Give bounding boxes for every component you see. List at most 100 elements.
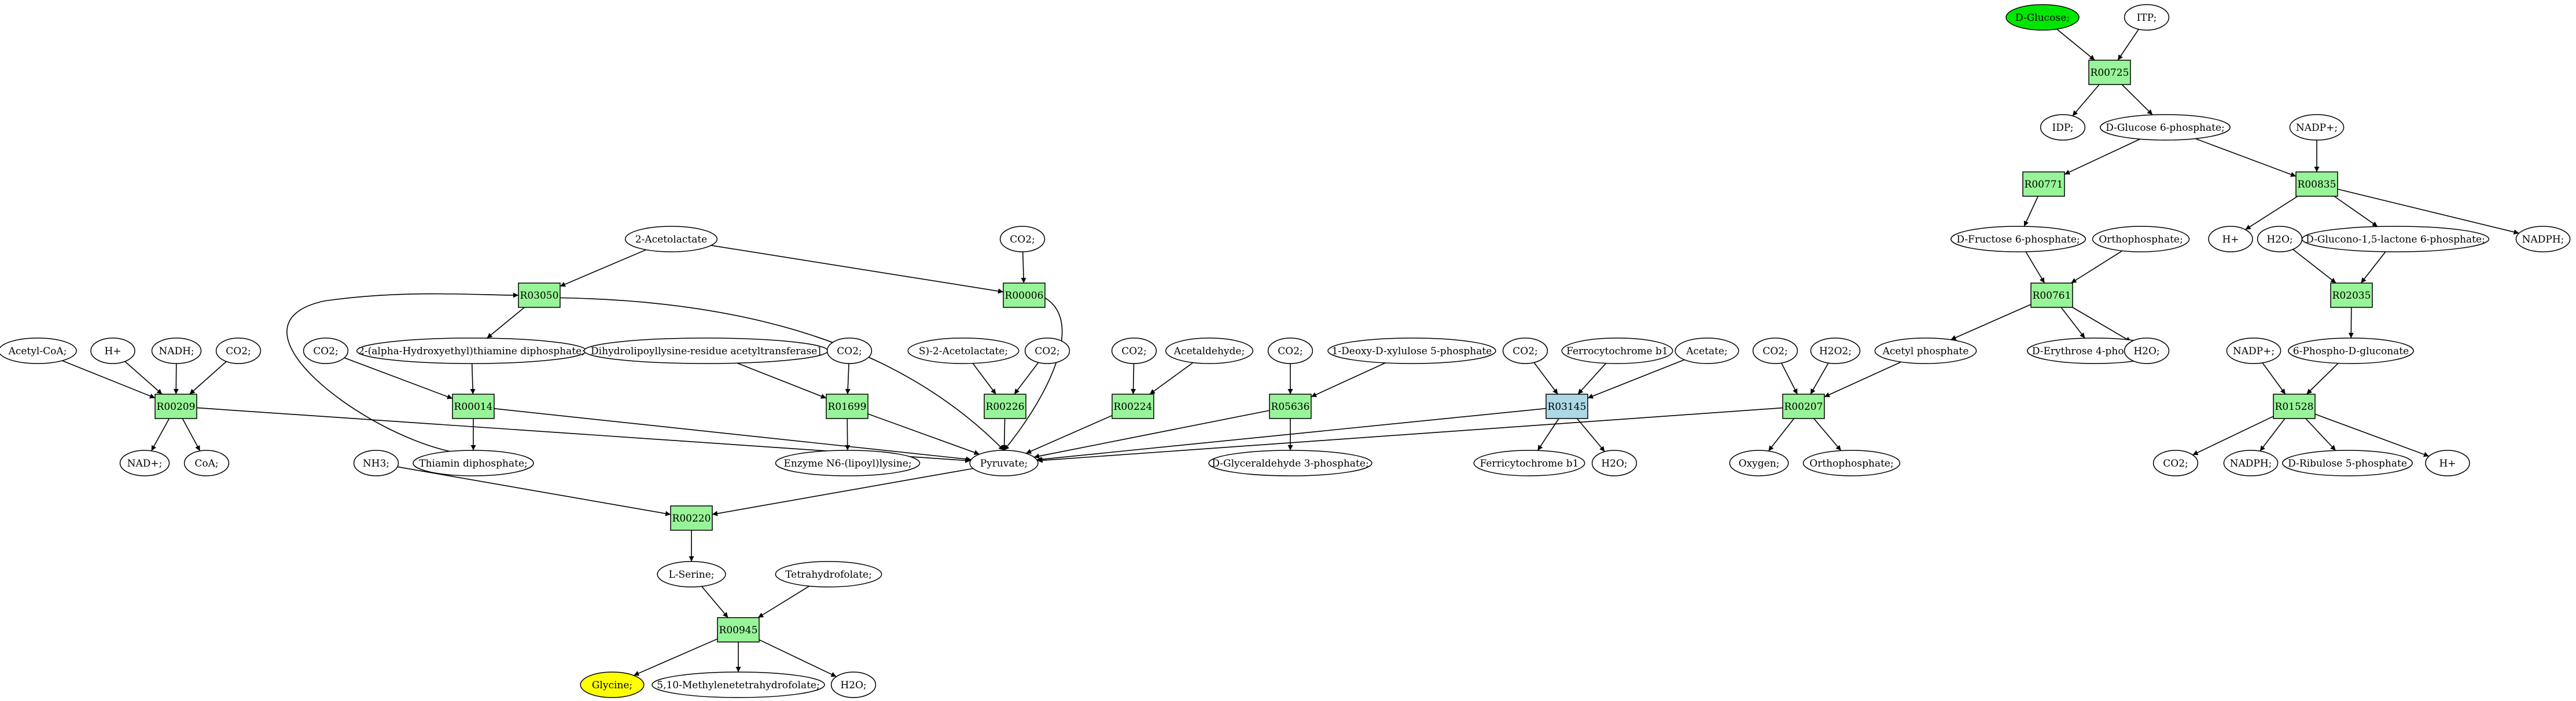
metabolite-node-itp[interactable]: ITP; (2124, 4, 2170, 31)
reaction-node-R02035[interactable]: R02035 (2330, 282, 2373, 308)
metabolite-node-h2o1[interactable]: H2O; (2257, 226, 2303, 252)
reaction-node-R00209[interactable]: R00209 (154, 394, 197, 419)
metabolite-node-hplus2[interactable]: H+ (2425, 450, 2470, 476)
reaction-node-R03050[interactable]: R03050 (518, 282, 561, 308)
reaction-node-R00014[interactable]: R00014 (452, 394, 495, 419)
metabolite-node-ribulose[interactable]: D-Ribulose 5-phosphate (2282, 450, 2413, 476)
node-label: NADPH; (2522, 234, 2564, 245)
metabolite-node-acetylcoa[interactable]: Acetyl-CoA; (0, 337, 77, 364)
metabolite-node-enzymeN6[interactable]: Enzyme N6-(lipoyl)lysine; (775, 450, 921, 476)
edge-hplus3-to-R00209 (124, 361, 163, 395)
reaction-node-R05636[interactable]: R05636 (1269, 394, 1312, 419)
metabolite-node-pgluconate[interactable]: 6-Phospho-D-gluconate (2288, 337, 2414, 364)
reaction-node-R00226[interactable]: R00226 (984, 394, 1026, 419)
metabolite-node-g3p[interactable]: D-Glyceraldehyde 3-phosphate; (1208, 450, 1372, 476)
node-label: NADP+; (2233, 346, 2275, 357)
reaction-node-R00725[interactable]: R00725 (2088, 60, 2131, 85)
metabolite-node-co2a[interactable]: CO2; (2152, 450, 2199, 476)
reaction-node-R00224[interactable]: R00224 (1112, 394, 1154, 419)
metabolite-node-sacetolactate[interactable]: S)-2-Acetolactate; (907, 337, 1020, 364)
metabolite-node-co2d[interactable]: CO2; (303, 337, 349, 364)
node-label: CO2; (1035, 346, 1060, 357)
node-label: NH3; (363, 458, 389, 469)
edge-acetolactate2-to-R00006 (711, 245, 1004, 294)
metabolite-node-nadph1[interactable]: NADPH; (2515, 226, 2571, 252)
edge-R00945-to-h2o4 (759, 639, 837, 677)
node-label: Tetrahydrofolate; (785, 569, 872, 581)
metabolite-node-nadp2[interactable]: NADP+; (2226, 337, 2281, 364)
reaction-node-R00945[interactable]: R00945 (717, 617, 760, 643)
metabolite-node-pyruvate[interactable]: Pyruvate; (969, 450, 1039, 476)
metabolite-node-hplus1[interactable]: H+ (2208, 226, 2253, 252)
metabolite-ellipse (90, 337, 135, 364)
metabolite-node-nh3[interactable]: NH3; (353, 450, 399, 476)
edge-dihydrolipoyl-to-R01699 (737, 362, 827, 399)
metabolite-node-co2c[interactable]: CO2; (215, 337, 262, 364)
metabolite-node-h2o2[interactable]: H2O; (2124, 337, 2170, 364)
metabolite-node-nadh[interactable]: NADH; (151, 337, 202, 364)
edge-R03145-to-pyruvate (1036, 408, 1547, 462)
reaction-node-R00761[interactable]: R00761 (2030, 282, 2073, 308)
reaction-node-R03145[interactable]: R03145 (1545, 394, 1588, 419)
metabolite-node-orthoP2[interactable]: Orthophosphate; (1802, 450, 1901, 476)
metabolite-node-thiamin[interactable]: Thiamin diphosphate; (413, 450, 534, 476)
metabolite-node-orthoP1[interactable]: Orthophosphate; (2092, 226, 2190, 252)
metabolite-node-idp[interactable]: IDP; (2040, 114, 2086, 141)
metabolite-node-nadplus[interactable]: NAD+; (119, 450, 170, 476)
metabolite-node-serine[interactable]: L-Serine; (657, 561, 726, 588)
metabolite-node-co2g[interactable]: CO2; (1111, 337, 1157, 364)
metabolite-node-ferrocyt[interactable]: Ferrocytochrome b1 (1561, 337, 1673, 364)
reaction-node-R00835[interactable]: R00835 (2295, 171, 2338, 197)
metabolite-ellipse (353, 450, 399, 476)
metabolite-node-deoxyxylulose[interactable]: 1-Deoxy-D-xylulose 5-phosphate (1327, 337, 1496, 364)
metabolite-node-co2f[interactable]: CO2; (1024, 337, 1070, 364)
reaction-node-R00220[interactable]: R00220 (670, 505, 713, 531)
metabolite-node-nadp1[interactable]: NADP+; (2289, 114, 2345, 141)
reaction-node-R00771[interactable]: R00771 (2022, 171, 2065, 197)
metabolite-node-acetate[interactable]: Acetate; (1675, 337, 1739, 364)
metabolite-node-glucono[interactable]: D-Glucono-1,5-lactone 6-phosphate; (2301, 226, 2490, 252)
metabolite-node-h2o2b[interactable]: H2O2; (1810, 337, 1861, 364)
reaction-box (2330, 282, 2373, 308)
edge-R03050-to-hydroxyethyl (487, 307, 525, 339)
metabolite-node-oxygen[interactable]: Oxygen; (1729, 450, 1789, 476)
node-label: NADP+; (2296, 122, 2338, 134)
metabolite-node-acetylP[interactable]: Acetyl phosphate (1874, 337, 1977, 364)
node-label: H2O; (1601, 458, 1627, 469)
metabolite-node-h2o3[interactable]: H2O; (1591, 450, 1637, 476)
metabolite-node-co2i[interactable]: CO2; (1502, 337, 1548, 364)
metabolite-node-acetolactate2[interactable]: 2-Acetolactate (624, 226, 718, 252)
metabolite-node-co2h[interactable]: CO2; (1267, 337, 1313, 364)
reaction-node-R00207[interactable]: R00207 (1782, 394, 1825, 419)
metabolite-node-thf[interactable]: Tetrahydrofolate; (775, 561, 882, 588)
metabolite-node-coa[interactable]: CoA; (183, 450, 230, 476)
metabolite-ellipse (2208, 226, 2253, 252)
metabolite-node-dihydrolipoyl[interactable]: Dihydrolipoyllysine-residue acetyltransf… (583, 337, 829, 364)
edge-g6p-to-R00835 (2195, 138, 2297, 177)
metabolite-node-hydroxyethyl[interactable]: 2-(alpha-Hydroxyethyl)thiamine diphospha… (356, 337, 587, 364)
metabolite-node-g6p[interactable]: D-Glucose 6-phosphate; (2100, 114, 2231, 141)
node-label: R00224 (1114, 401, 1153, 413)
metabolite-node-co2j[interactable]: CO2; (1752, 337, 1798, 364)
metabolite-node-co2e[interactable]: CO2; (826, 337, 873, 364)
reaction-node-R00006[interactable]: R00006 (1003, 282, 1046, 308)
metabolite-node-ferricyt[interactable]: Ferricytochrome b1 (1473, 450, 1585, 476)
node-label: D-Glucose; (2015, 12, 2070, 24)
metabolite-node-co2b[interactable]: CO2; (999, 226, 1046, 252)
edge-R01528-to-co2a (2192, 416, 2274, 456)
metabolite-node-f6p[interactable]: D-Fructose 6-phosphate; (1950, 226, 2086, 252)
metabolite-node-h2o4[interactable]: H2O; (830, 671, 877, 698)
node-label: R01528 (2275, 401, 2314, 413)
metabolite-ellipse (1208, 450, 1372, 476)
metabolite-node-nadph2[interactable]: NADPH; (2223, 450, 2279, 476)
metabolite-ellipse (2288, 337, 2414, 364)
reaction-node-R01528[interactable]: R01528 (2273, 394, 2316, 419)
reaction-node-R01699[interactable]: R01699 (826, 394, 869, 419)
metabolite-node-glucose[interactable]: D-Glucose; (2005, 4, 2080, 31)
metabolite-node-acetaldehyde[interactable]: Acetaldehyde; (1165, 337, 1254, 364)
metabolite-node-glycine[interactable]: Glycine; (580, 671, 645, 698)
metabolite-node-methylene[interactable]: 5,10-Methylenetetrahydrofolate; (652, 671, 825, 698)
node-label: D-Fructose 6-phosphate; (1956, 234, 2080, 245)
metabolite-node-hplus3[interactable]: H+ (90, 337, 135, 364)
